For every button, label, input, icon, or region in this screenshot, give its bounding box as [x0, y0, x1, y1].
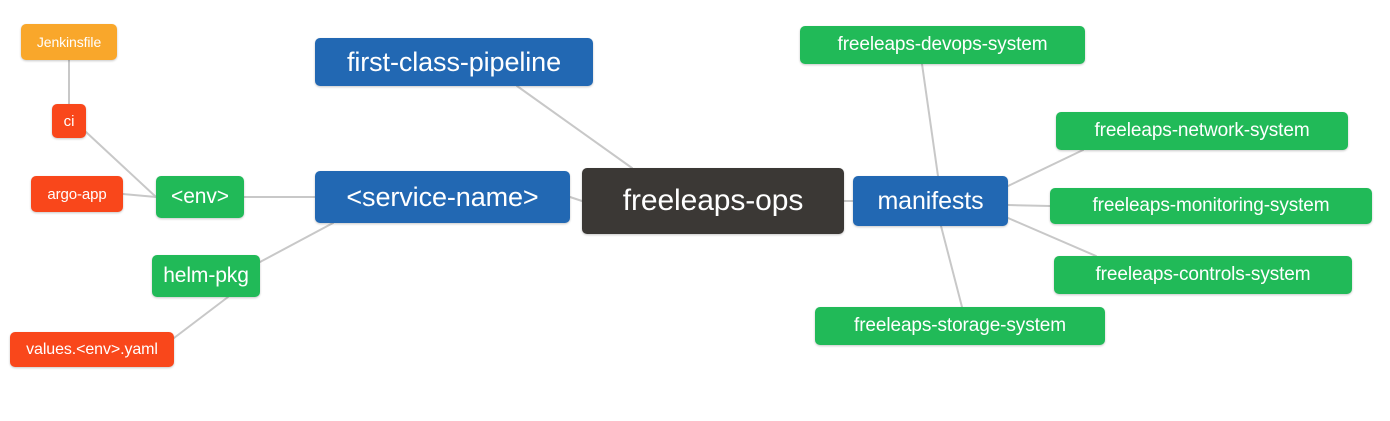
node-network[interactable]: freeleaps-network-system [1056, 112, 1348, 150]
node-first-class[interactable]: first-class-pipeline [315, 38, 593, 86]
node-ci[interactable]: ci [52, 104, 86, 138]
edge-ci-to-env [85, 131, 157, 198]
edge-argo-app-to-env [122, 193, 157, 198]
node-devops[interactable]: freeleaps-devops-system [800, 26, 1085, 64]
node-storage[interactable]: freeleaps-storage-system [815, 307, 1105, 345]
edge-manifests-to-network [1007, 149, 1084, 187]
node-root[interactable]: freeleaps-ops [582, 168, 844, 234]
node-monitoring[interactable]: freeleaps-monitoring-system [1050, 188, 1372, 224]
edge-helm-pkg-to-service-name [259, 222, 334, 263]
edge-first-class-to-root [516, 85, 633, 169]
node-controls[interactable]: freeleaps-controls-system [1054, 256, 1352, 294]
node-values-yaml[interactable]: values.<env>.yaml [10, 332, 174, 367]
edge-service-name-to-root [569, 196, 583, 202]
node-env[interactable]: <env> [156, 176, 244, 218]
edge-manifests-to-storage [940, 225, 963, 308]
edge-manifests-to-monitoring [1007, 204, 1051, 207]
node-service-name[interactable]: <service-name> [315, 171, 570, 223]
edge-manifests-to-devops [921, 63, 939, 177]
node-argo-app[interactable]: argo-app [31, 176, 123, 212]
node-manifests[interactable]: manifests [853, 176, 1008, 226]
edge-manifests-to-controls [1007, 217, 1097, 257]
node-helm-pkg[interactable]: helm-pkg [152, 255, 260, 297]
edge-values-yaml-to-helm-pkg [173, 296, 229, 339]
node-jenkinsfile[interactable]: Jenkinsfile [21, 24, 117, 60]
